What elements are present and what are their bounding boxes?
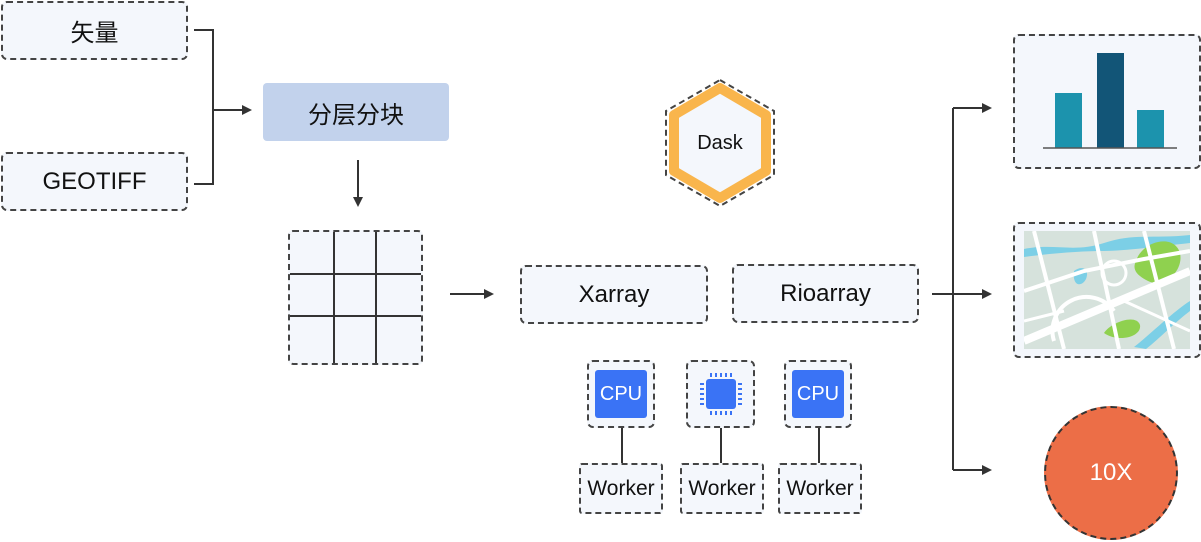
- input-geotiff-label: GEOTIFF: [42, 167, 147, 195]
- worker-1: Worker: [579, 463, 663, 514]
- worker-label: Worker: [587, 476, 655, 500]
- speedup-badge: 10X: [1044, 406, 1178, 540]
- connector-arrays-to-outputs: [932, 107, 990, 471]
- speedup-label: 10X: [1089, 459, 1133, 486]
- chip-icon: [699, 373, 742, 415]
- bar-chart-icon: [1043, 53, 1177, 149]
- chart-bar-3: [1137, 110, 1164, 148]
- rioarray-label: Rioarray: [780, 279, 871, 307]
- output-chart: [1013, 34, 1201, 169]
- cpu-node-2: [686, 360, 755, 428]
- tiling-step-label: 分层分块: [308, 101, 404, 129]
- dask-engine: [665, 78, 775, 208]
- input-vector: 矢量: [1, 1, 188, 60]
- dask-label: Dask: [697, 131, 743, 154]
- rioarray-box: Rioarray: [732, 264, 919, 323]
- cpu-node-3: CPU: [784, 360, 852, 428]
- worker-2: Worker: [680, 463, 764, 514]
- input-geotiff: GEOTIFF: [1, 152, 188, 211]
- xarray-label: Xarray: [578, 280, 650, 308]
- chart-bar-2: [1097, 53, 1124, 148]
- cpu-label-icon: CPU: [595, 370, 647, 418]
- connector-inputs-to-tiling: [194, 29, 250, 185]
- cpu-node-1: CPU: [587, 360, 655, 428]
- map-icon: [1024, 231, 1190, 349]
- tiling-step: 分层分块: [263, 83, 449, 141]
- chart-bar-1: [1055, 93, 1082, 148]
- output-map: [1013, 222, 1201, 358]
- tile-grid-icon: [288, 230, 423, 365]
- worker-label: Worker: [786, 476, 854, 500]
- xarray-box: Xarray: [520, 265, 708, 324]
- worker-label: Worker: [688, 476, 756, 500]
- input-vector-label: 矢量: [70, 20, 119, 47]
- cpu-label-icon: CPU: [792, 370, 844, 418]
- worker-3: Worker: [778, 463, 862, 514]
